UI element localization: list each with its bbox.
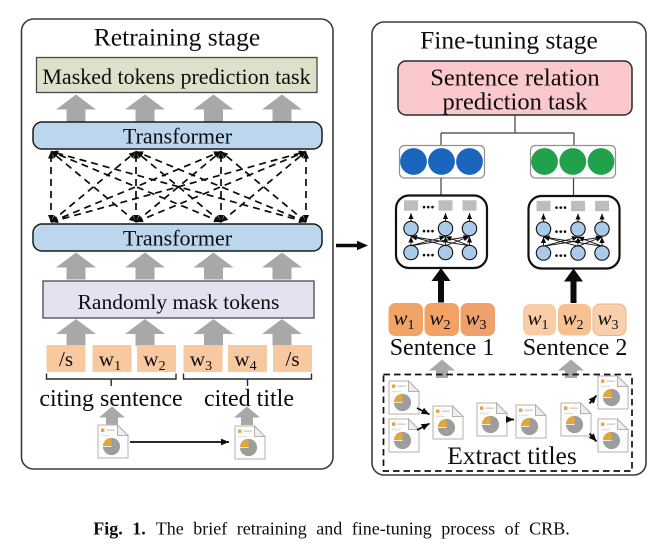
s2-token-w1: w1 — [527, 306, 548, 333]
s1-token-w1: w1 — [393, 306, 414, 333]
s2-token-w2: w2 — [562, 306, 583, 333]
masked-prediction-box — [35, 56, 318, 94]
sentence2-embedding — [529, 144, 617, 179]
token-group-brackets — [45, 373, 313, 386]
masked-prediction-label: Masked tokens prediction task — [42, 64, 310, 89]
s2-token-w3: w3 — [597, 306, 618, 333]
extract-doc-arrows — [416, 394, 598, 443]
random-mask-label: Randomly mask tokens — [78, 290, 280, 314]
input-token-row: /s w1 w2 w3 w4 /s — [46, 345, 312, 374]
sentence2-label: Sentence 2 — [523, 335, 628, 361]
figure-caption: Fig. 1.The brief retraining and fine-tun… — [93, 519, 569, 539]
token-s-left: /s — [59, 347, 73, 371]
sentence2-token-row: w1 w2 w3 — [523, 303, 627, 336]
sentence-relation-line1: Sentence relation — [430, 65, 599, 92]
finetuning-title: Fine-tuning stage — [420, 26, 598, 55]
sentence1-label: Sentence 1 — [390, 335, 495, 361]
s1-token-w3: w3 — [465, 306, 486, 333]
finetuning-panel: Fine-tuning stage Sentence relation pred… — [371, 21, 647, 476]
extract-titles-label: Extract titles — [447, 441, 577, 470]
retraining-panel: Retraining stage Masked tokens predictio… — [20, 18, 334, 470]
cited-title-label: cited title — [204, 386, 294, 412]
transformer-top-label: Transformer — [123, 124, 233, 149]
retraining-title: Retraining stage — [94, 23, 260, 52]
random-mask-box — [42, 280, 315, 319]
transformer-bottom-label: Transformer — [123, 226, 233, 251]
token-w3: w3 — [190, 347, 212, 374]
attention-connections — [48, 150, 309, 224]
token-w1: w1 — [99, 347, 121, 374]
token-w2: w2 — [143, 347, 165, 374]
extract-titles-box: Extract titles — [382, 373, 633, 472]
token-w4: w4 — [234, 347, 256, 374]
sentence1-token-row: w1 w2 w3 — [388, 303, 495, 336]
prediction-branch-connector — [440, 115, 575, 146]
stage-transition-arrow — [336, 240, 368, 251]
s1-token-w2: w2 — [429, 306, 450, 333]
token-s-right: /s — [285, 347, 299, 371]
sentence-relation-line2: prediction task — [443, 89, 589, 116]
transformer-top-box — [32, 121, 323, 150]
transformer-bottom-box — [32, 223, 323, 252]
sentence1-embedding — [398, 144, 486, 179]
